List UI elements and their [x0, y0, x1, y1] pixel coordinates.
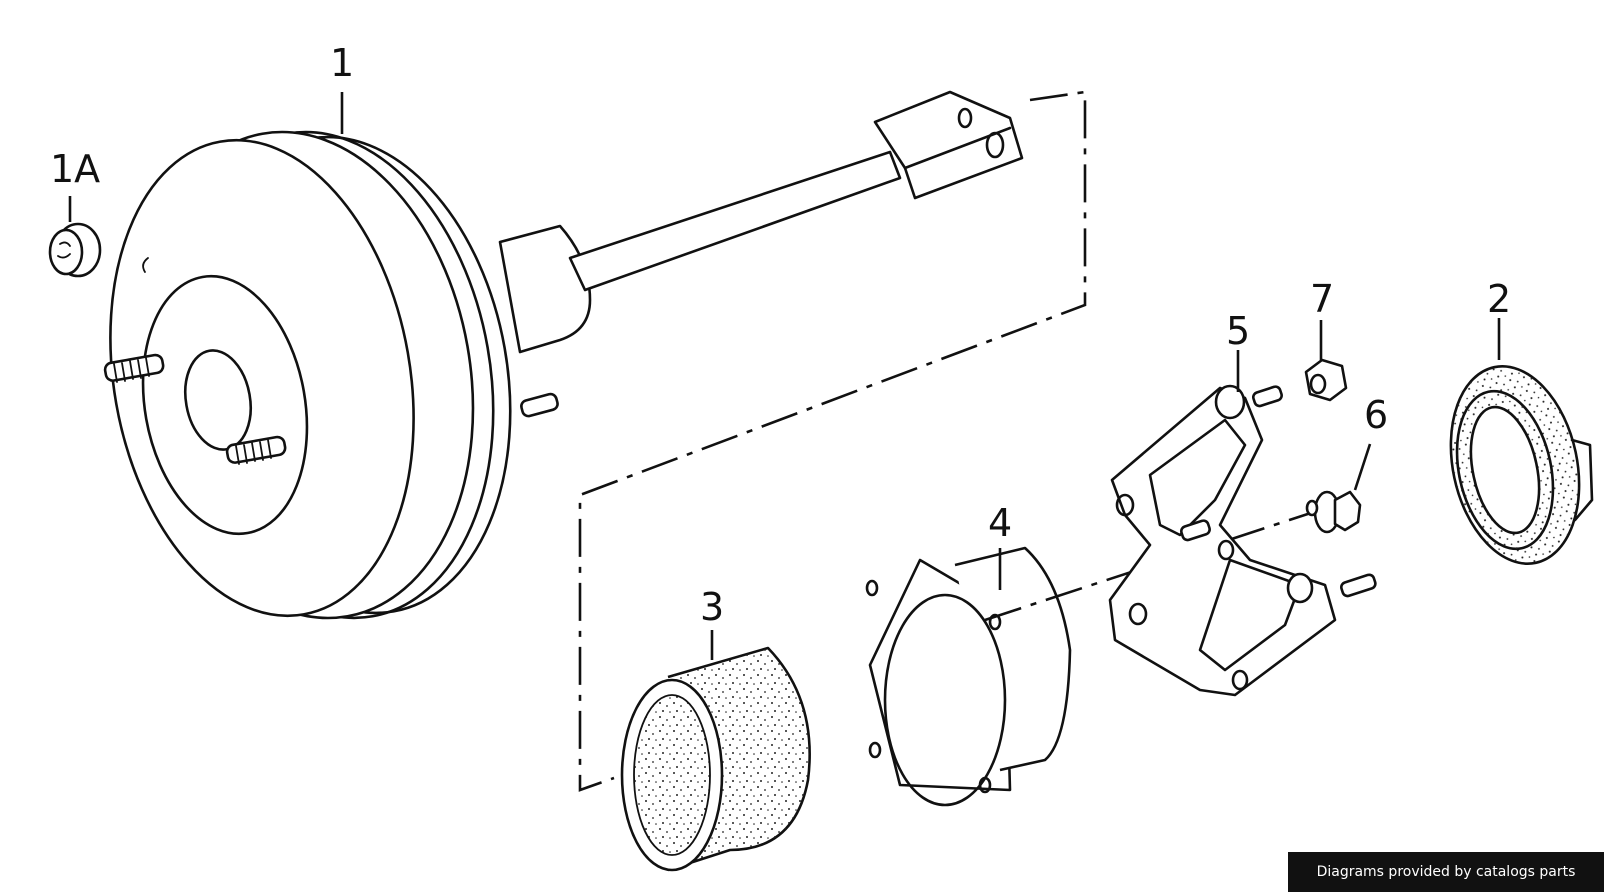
leader-6 [1353, 443, 1372, 491]
flange-nut-6 [1305, 490, 1362, 534]
callout-3: 3 [700, 585, 724, 629]
mounting-bracket [1108, 384, 1377, 697]
adapter-flange [865, 546, 1072, 807]
grommet-1a [48, 222, 102, 278]
brake-booster [103, 90, 1024, 620]
callout-2: 2 [1487, 277, 1511, 321]
front-stud-lower [225, 435, 287, 465]
callout-6: 6 [1364, 393, 1388, 437]
credit-banner: Diagrams provided by catalogs parts [1288, 852, 1604, 892]
callout-1a: 1A [50, 147, 100, 191]
nut-7 [1304, 358, 1348, 402]
filter-sleeve [620, 646, 811, 872]
seal-ring [1449, 365, 1594, 565]
callout-5: 5 [1226, 309, 1250, 353]
callout-7: 7 [1310, 277, 1334, 321]
assembly-outline [578, 90, 1087, 792]
callout-1: 1 [330, 41, 354, 85]
front-stud-upper [103, 353, 165, 383]
callout-4: 4 [988, 501, 1012, 545]
